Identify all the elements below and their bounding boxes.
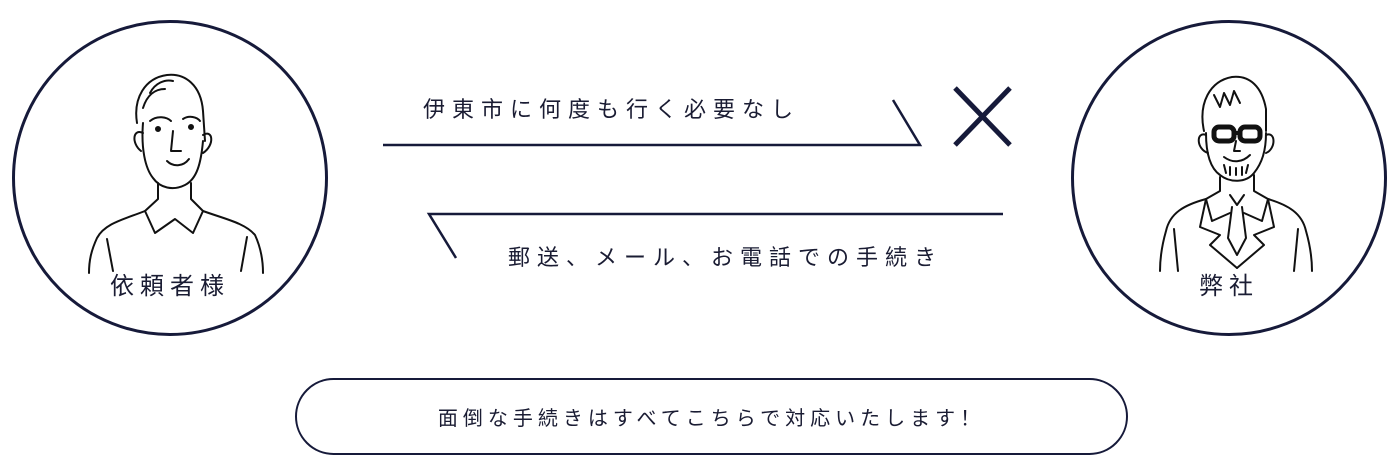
top-arrow-line — [383, 99, 923, 147]
summary-banner: 面倒な手続きはすべてこちらで対応いたします！ — [295, 378, 1128, 455]
elderly-man-illustration — [88, 73, 264, 274]
bottom-arrow-line — [426, 212, 1003, 259]
bottom-message: 郵送、メール、お電話での手続き — [508, 246, 944, 271]
company-label: 弊社 — [1199, 272, 1259, 300]
client-circle: 依頼者様 — [12, 20, 328, 336]
company-circle: 弊社 — [1071, 20, 1387, 336]
summary-banner-text: 面倒な手続きはすべてこちらで対応いたします！ — [437, 406, 986, 430]
cross-icon — [953, 86, 1012, 147]
client-label: 依頼者様 — [110, 272, 230, 300]
businessman-with-glasses-illustration — [1159, 75, 1313, 272]
top-message: 伊東市に何度も行く必要なし — [423, 98, 801, 123]
